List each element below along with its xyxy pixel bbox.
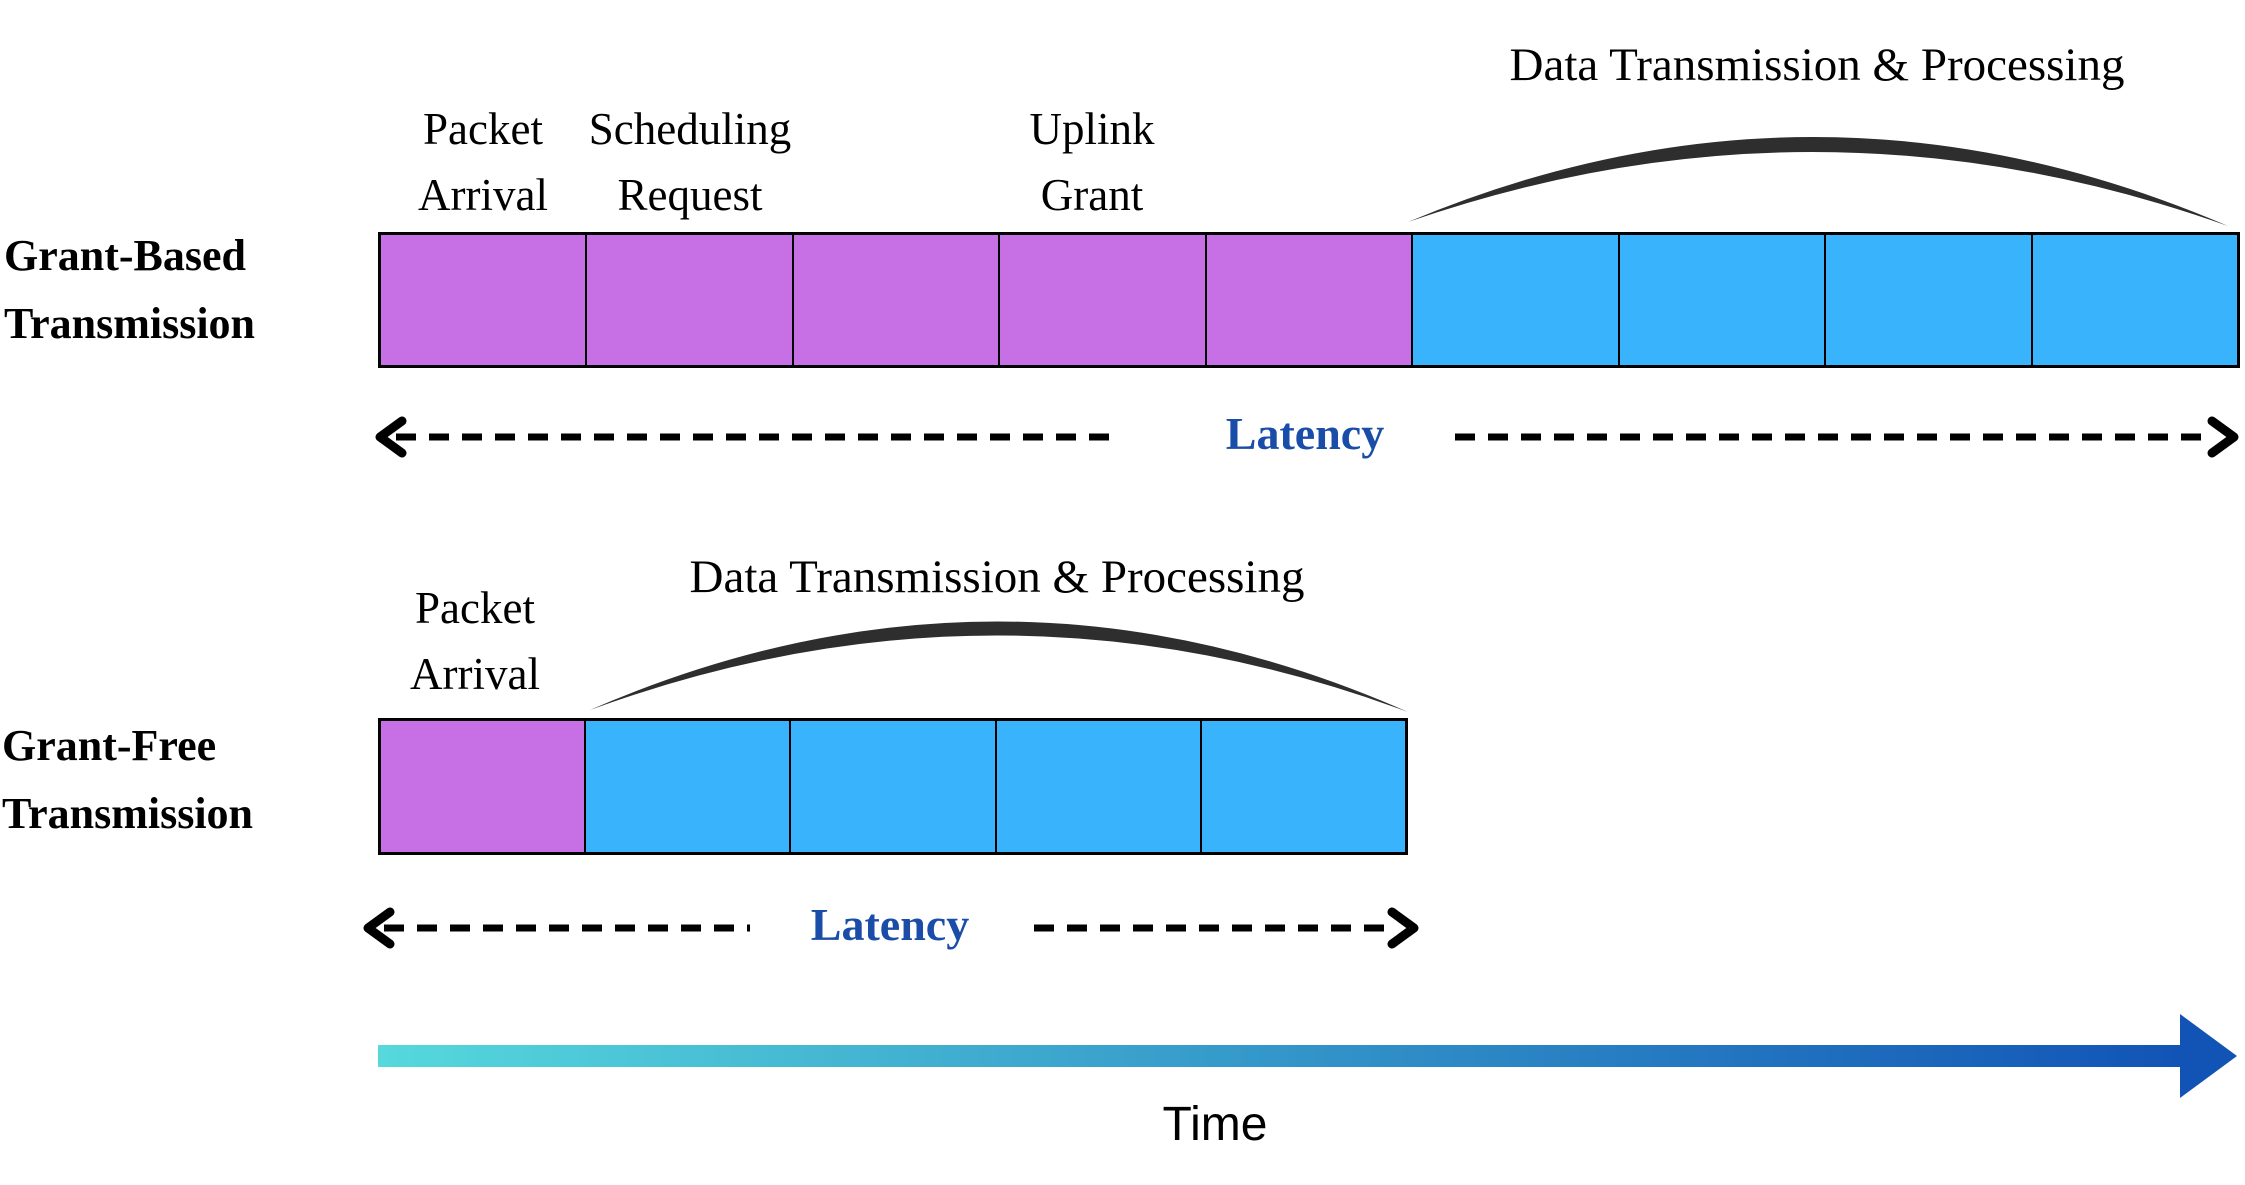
scheduling-request-label: Scheduling Request	[588, 104, 792, 220]
time-label: Time	[1162, 1098, 1268, 1151]
process-title-grant-free: Data Transmission & Processing	[689, 551, 1305, 603]
blue-slot-cell	[994, 721, 1200, 852]
arrowhead-right-icon	[2207, 416, 2239, 458]
grant-free-row-title: Grant-Free Transmission	[2, 721, 254, 838]
purple-slot-cell	[791, 235, 999, 365]
arrowhead-left-icon	[375, 416, 407, 458]
packet-arrival-label-gb: Packet Arrival	[418, 104, 548, 220]
latency-label-grant-free: Latency	[810, 899, 970, 950]
purple-slot-cell	[381, 721, 585, 852]
purple-slot-cell	[585, 235, 792, 365]
purple-slot-cell	[381, 235, 586, 365]
blue-slot-cell	[584, 721, 790, 852]
time-arrowhead-icon	[2180, 1014, 2237, 1098]
process-arc-grant-based	[1408, 136, 2228, 226]
blue-slot-cell	[1199, 721, 1406, 852]
grant-based-row-title: Grant-Based Transmission	[4, 231, 256, 348]
arrowhead-left-icon	[363, 907, 395, 949]
blue-slot-cell	[2030, 235, 2237, 365]
arrowhead-right-icon	[1387, 907, 1419, 949]
grant-free-bar	[378, 718, 1408, 855]
blue-slot-cell	[1411, 235, 1618, 365]
blue-slot-cell	[1617, 235, 1825, 365]
latency-label-grant-based: Latency	[1225, 408, 1385, 459]
uplink-grant-label: Uplink Grant	[1029, 104, 1155, 220]
time-arrow	[378, 1014, 2237, 1098]
packet-arrival-label-gf: Packet Arrival	[410, 583, 540, 699]
blue-slot-cell	[1824, 235, 2031, 365]
purple-slot-cell	[998, 235, 1205, 365]
process-arc-grant-free	[590, 621, 1408, 712]
purple-slot-cell	[1204, 235, 1412, 365]
grant-based-bar	[378, 232, 2240, 368]
blue-slot-cell	[789, 721, 995, 852]
process-title-grant-based: Data Transmission & Processing	[1509, 39, 2125, 91]
